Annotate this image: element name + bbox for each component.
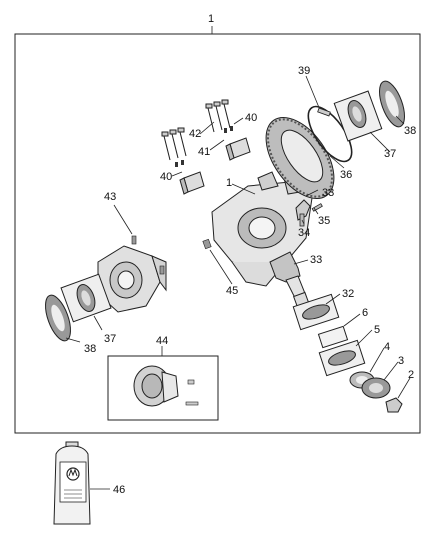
bearing-race-left [45, 294, 71, 342]
differential-housing [211, 171, 313, 287]
bearing-race-right [379, 80, 405, 128]
callout-36: 36 [340, 169, 352, 181]
collapsible-spacer [317, 325, 349, 349]
callout-45: 45 [226, 285, 238, 297]
callout-37-right: 37 [384, 148, 396, 160]
callout-2: 2 [408, 369, 414, 381]
lock-pin [311, 203, 323, 212]
callout-37-left: 37 [104, 333, 116, 345]
differential-case [97, 245, 167, 313]
callout-1: 1 [208, 13, 214, 25]
case-spacer [202, 238, 212, 250]
pinion-nut [385, 397, 403, 413]
callout-34: 34 [298, 227, 310, 239]
callout-44: 44 [156, 335, 168, 347]
callout-5: 5 [374, 324, 380, 336]
callout-4: 4 [384, 341, 390, 353]
callout-41: 41 [198, 146, 210, 158]
callout-40-upper: 40 [245, 112, 257, 124]
callout-42: 42 [189, 128, 201, 140]
outer-pinion-bearing [318, 339, 366, 377]
assembly-frame [14, 33, 421, 434]
callout-39: 39 [298, 65, 310, 77]
callout-33-upper: 33 [322, 187, 334, 199]
callout-6: 6 [362, 307, 368, 319]
kit-gear-assembly [133, 365, 179, 407]
callout-33-pinion: 33 [310, 254, 322, 266]
pinion-seal [361, 377, 391, 399]
bearing-cup-right [333, 90, 383, 142]
dowel-pins [175, 126, 233, 167]
callout-43: 43 [104, 191, 116, 203]
callout-3: 3 [398, 355, 404, 367]
case-pin [131, 235, 165, 275]
callout-38-left: 38 [84, 343, 96, 355]
callout-40-lower: 40 [160, 171, 172, 183]
gear-oil-bottle [53, 441, 91, 525]
callout-1-housing: 1 [226, 177, 232, 189]
callout-35: 35 [318, 215, 330, 227]
kit-bolt [185, 379, 199, 406]
callout-38-right: 38 [404, 125, 416, 137]
ring-gear-shim [307, 105, 353, 163]
bearing-cap-bolts [161, 99, 231, 161]
callout-32: 32 [342, 288, 354, 300]
bearing-cup-left [60, 273, 112, 323]
bearing-cap-right [225, 137, 251, 161]
ring-gear-bolt [317, 107, 331, 117]
bearing-cap-left [179, 171, 205, 195]
callout-46: 46 [113, 484, 125, 496]
